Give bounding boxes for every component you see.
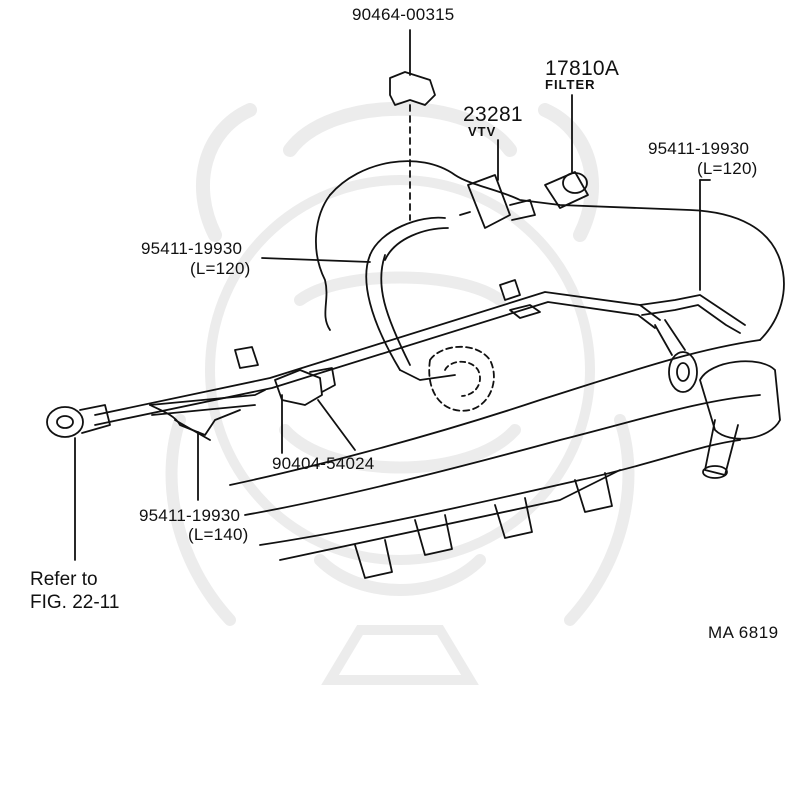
- reference-line-1: Refer to: [30, 569, 98, 590]
- watermark-emblem: [165, 101, 635, 685]
- reference-line-2: FIG. 22-11: [30, 592, 120, 613]
- vtv-part-number: 23281: [463, 103, 523, 126]
- hose-left-length: (L=120): [190, 259, 251, 278]
- actuator-shape: [699, 360, 781, 440]
- hose-lower-part-number: 95411-19930: [139, 506, 241, 525]
- hose-right-part-number: 95411-19930: [648, 139, 750, 158]
- hose-right-length: (L=120): [697, 159, 758, 178]
- hose-lower-length: (L=140): [188, 525, 249, 544]
- diagram-code: MA 6819: [708, 623, 779, 642]
- union-bolt-part-number: 90404-54024: [272, 454, 375, 473]
- clip-part-number: 90464-00315: [352, 5, 455, 24]
- vtv-name: VTV: [468, 124, 497, 139]
- vtv-shape: [467, 174, 511, 229]
- hose-left-part-number: 95411-19930: [141, 239, 243, 258]
- line-art: [46, 29, 785, 579]
- filter-name: FILTER: [545, 77, 596, 92]
- filter-part-number: 17810A: [545, 57, 620, 80]
- vacuum-pipe: [94, 291, 661, 416]
- clip-shape: [389, 71, 436, 106]
- manifold-outline: [329, 160, 785, 341]
